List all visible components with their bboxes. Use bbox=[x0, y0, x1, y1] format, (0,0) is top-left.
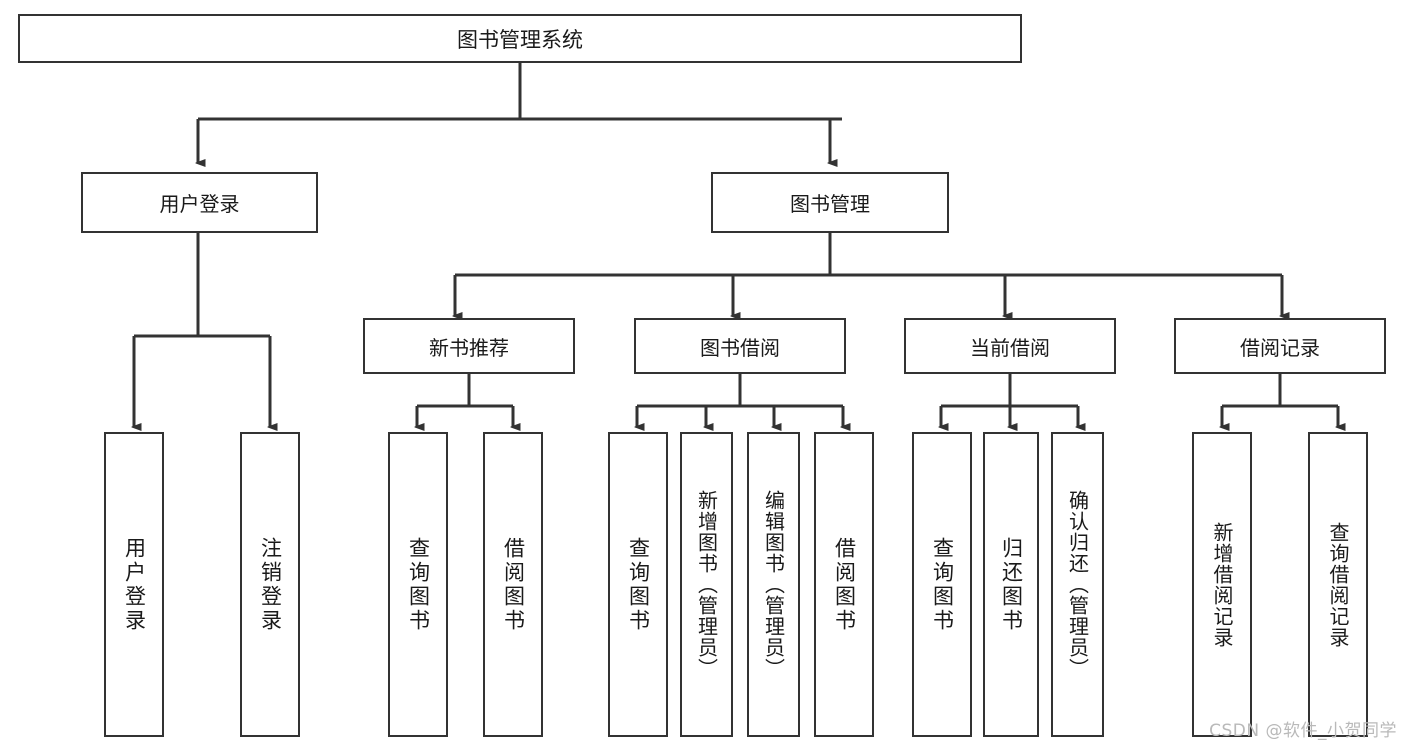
node-label: 用户登录 bbox=[159, 192, 240, 216]
node-label: 图书管理系统 bbox=[457, 27, 583, 52]
node-new-book-recommend[interactable]: 新书推荐 bbox=[363, 318, 575, 374]
leaf-recommend-borrow-book[interactable]: 借阅图书 bbox=[483, 432, 543, 737]
leaf-user-login-signout[interactable]: 注销登录 bbox=[240, 432, 300, 737]
leaf-borrow-query-book[interactable]: 查询图书 bbox=[608, 432, 668, 737]
leaf-label: 归还图书 bbox=[999, 536, 1024, 633]
leaf-label: 用户登录 bbox=[122, 536, 147, 633]
leaf-borrow-borrow-book[interactable]: 借阅图书 bbox=[814, 432, 874, 737]
node-label: 当前借阅 bbox=[970, 335, 1050, 360]
node-book-management[interactable]: 图书管理 bbox=[711, 172, 949, 233]
leaf-label: 查询图书 bbox=[626, 536, 651, 633]
leaf-label: 注销登录 bbox=[258, 536, 283, 633]
leaf-current-return-book[interactable]: 归还图书 bbox=[983, 432, 1039, 737]
leaf-label: 编辑图书（管理员） bbox=[761, 490, 786, 679]
leaf-record-add-record[interactable]: 新增借阅记录 bbox=[1192, 432, 1252, 737]
leaf-label: 借阅图书 bbox=[832, 536, 857, 633]
node-label: 新书推荐 bbox=[429, 335, 509, 360]
leaf-label: 确认归还（管理员） bbox=[1065, 490, 1090, 679]
leaf-label: 查询图书 bbox=[406, 536, 431, 633]
leaf-borrow-add-book-admin[interactable]: 新增图书（管理员） bbox=[680, 432, 733, 737]
node-book-borrow[interactable]: 图书借阅 bbox=[634, 318, 846, 374]
leaf-recommend-query-book[interactable]: 查询图书 bbox=[388, 432, 448, 737]
leaf-label: 借阅图书 bbox=[501, 536, 526, 633]
node-label: 图书管理 bbox=[790, 192, 870, 216]
leaf-label: 查询图书 bbox=[930, 536, 955, 633]
node-user-login[interactable]: 用户登录 bbox=[81, 172, 318, 233]
node-current-borrow[interactable]: 当前借阅 bbox=[904, 318, 1116, 374]
leaf-current-confirm-return-admin[interactable]: 确认归还（管理员） bbox=[1051, 432, 1104, 737]
leaf-borrow-edit-book-admin[interactable]: 编辑图书（管理员） bbox=[747, 432, 800, 737]
node-label: 图书借阅 bbox=[700, 335, 780, 360]
leaf-label: 新增借阅记录 bbox=[1210, 521, 1234, 648]
leaf-label: 新增图书（管理员） bbox=[694, 490, 719, 679]
node-borrow-record[interactable]: 借阅记录 bbox=[1174, 318, 1386, 374]
leaf-current-query-book[interactable]: 查询图书 bbox=[912, 432, 972, 737]
leaf-record-query-record[interactable]: 查询借阅记录 bbox=[1308, 432, 1368, 737]
watermark: CSDN @软件_小贺同学 bbox=[1209, 721, 1397, 741]
leaf-label: 查询借阅记录 bbox=[1326, 521, 1350, 648]
leaf-user-login-signin[interactable]: 用户登录 bbox=[104, 432, 164, 737]
node-label: 借阅记录 bbox=[1240, 335, 1320, 360]
node-root-system[interactable]: 图书管理系统 bbox=[18, 14, 1022, 63]
